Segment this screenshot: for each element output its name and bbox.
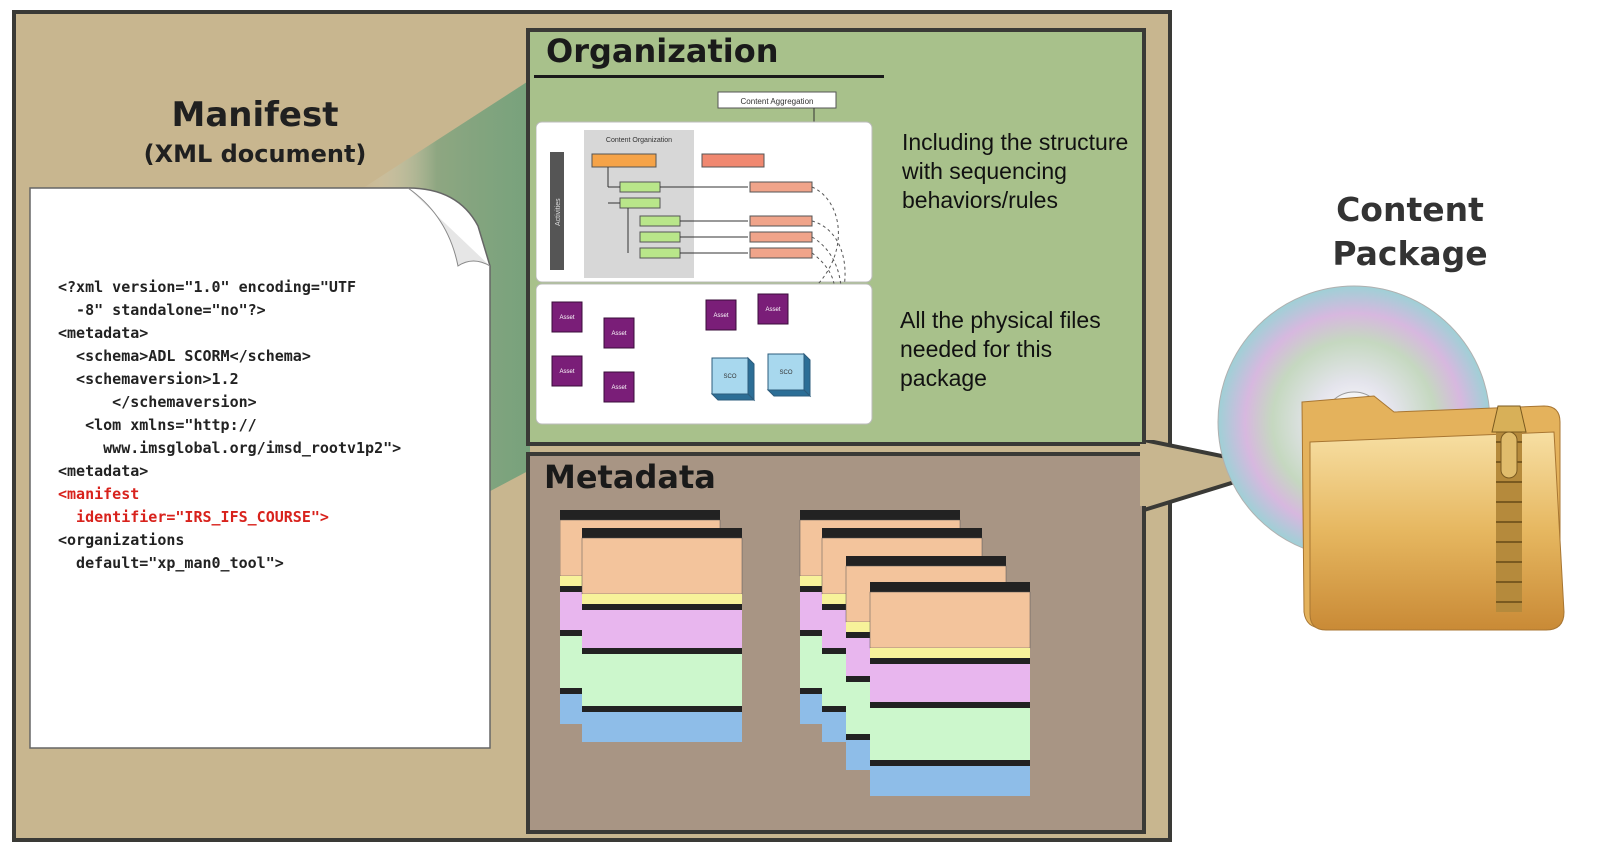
asset-box: [757, 293, 789, 325]
package-callout-pointer: [1140, 440, 1280, 513]
svg-text:Asset: Asset: [611, 385, 626, 391]
package-title-line: Content: [1336, 190, 1484, 229]
aggregation-box: [717, 91, 837, 109]
code-line: </schemaversion>: [58, 393, 257, 411]
manifest-subtitle: (XML document): [143, 140, 367, 168]
organization-diagram: Content Aggregation Content Organization…: [536, 91, 873, 425]
asset-box: [603, 317, 635, 349]
package-title-line: Package: [1332, 234, 1488, 273]
asset-box: [705, 299, 737, 331]
code-line: www.imsglobal.org/imsd_rootv1p2">: [58, 439, 402, 457]
metadata-sheets: [560, 510, 1031, 797]
metadata-title: Metadata: [544, 458, 716, 496]
code-line: <metadata>: [58, 462, 149, 480]
activities-bar: [550, 152, 564, 270]
metadata-sheet: [869, 581, 1031, 797]
code-line: -8" standalone="no"?>: [58, 301, 266, 319]
svg-text:Asset: Asset: [765, 307, 780, 313]
code-line: <schemaversion>1.2: [58, 370, 239, 388]
code-line: <manifest: [58, 485, 140, 503]
activities-label: Activities: [555, 198, 562, 226]
code-line: <lom xmlns="http://: [58, 416, 257, 434]
manifest-title: Manifest: [171, 95, 339, 135]
aggregation-label: Content Aggregation: [741, 97, 814, 106]
organization-title-underline: [534, 75, 884, 78]
xml-code-block: <?xml version="1.0" encoding="UTF -8" st…: [58, 276, 498, 575]
organization-title: Organization: [546, 32, 779, 70]
content-package-icon: [1217, 285, 1565, 631]
svg-text:Asset: Asset: [713, 313, 728, 319]
code-line: default="xp_man0_tool">: [58, 554, 284, 572]
svg-text:SCO: SCO: [779, 370, 792, 376]
content-org-label: Content Organization: [606, 137, 672, 144]
resources-description: All the physical files needed for this p…: [900, 307, 1101, 391]
metadata-sheet: [581, 527, 743, 743]
content-package-title: Content Package: [1300, 188, 1520, 276]
code-line: <schema>ADL SCORM</schema>: [58, 347, 311, 365]
svg-text:Asset: Asset: [559, 315, 574, 321]
zipper-pull: [1491, 405, 1527, 433]
svg-text:Asset: Asset: [559, 369, 574, 375]
asset-box: [603, 371, 635, 403]
code-line: identifier="IRS_IFS_COURSE">: [58, 508, 329, 526]
svg-text:Asset: Asset: [611, 331, 626, 337]
folder-front: [1309, 431, 1565, 631]
code-line: <organizations: [58, 531, 185, 549]
asset-box: [551, 355, 583, 387]
svg-text:SCO: SCO: [723, 374, 736, 380]
xml-document-page: [29, 187, 491, 749]
code-line: <metadata>: [58, 324, 149, 342]
asset-box: [551, 301, 583, 333]
sco-cube: [711, 357, 749, 395]
code-line: <?xml version="1.0" encoding="UTF: [58, 278, 357, 296]
organization-description: Including the structure with sequencing …: [902, 129, 1129, 213]
